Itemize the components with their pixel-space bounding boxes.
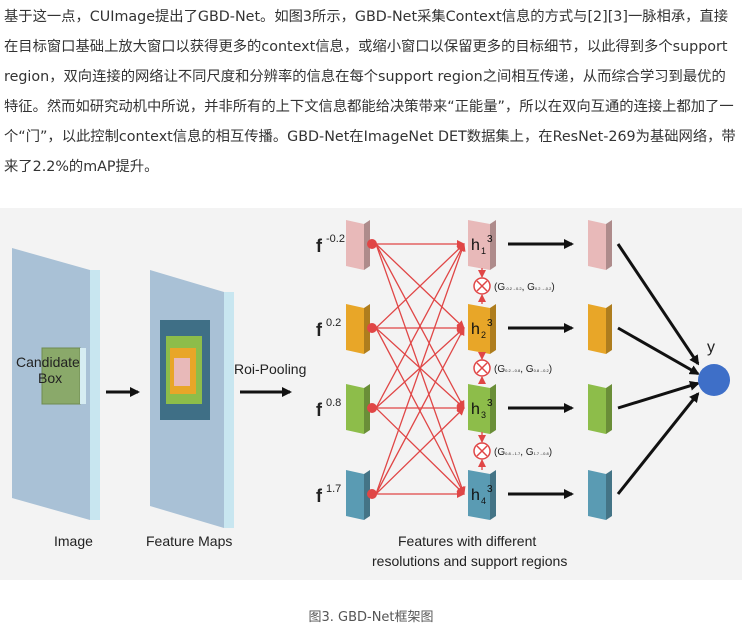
image-label: Image <box>54 533 93 549</box>
gate-units: (G-0.2→0.2, G0.2→-0.2) (G0.2→0.8, G0.8→0.… <box>473 268 555 470</box>
red-connection-4-3 <box>375 407 465 495</box>
gate-subscript: 0.2→0.8 <box>505 368 521 373</box>
h-subscript-2: 2 <box>481 330 486 340</box>
h-subscript-4: 4 <box>481 496 486 506</box>
image-panel: Candidate Box <box>12 248 100 520</box>
h-label-3: h <box>471 401 480 418</box>
roi-pooling-label: Roi-Pooling <box>234 361 306 377</box>
output-feature-block-4 <box>588 470 612 520</box>
output-node <box>698 364 730 396</box>
gate-cross-b-3 <box>476 445 488 457</box>
input-feature-block-2 <box>346 304 370 354</box>
article-paragraph: 基于这一点，CUImage提出了GBD-Net。如图3所示，GBD-Net采集C… <box>4 9 736 175</box>
h-superscript-1: 3 <box>487 234 493 245</box>
features-caption-1: Features with different <box>398 533 536 549</box>
gate-label-2: (G0.2→0.8, G0.8→0.2) <box>494 364 552 375</box>
red-connection-4-1 <box>375 243 466 495</box>
output-feature-block-3 <box>588 384 612 434</box>
h-superscript-2: 3 <box>487 318 493 329</box>
f-label-4: f <box>316 486 323 506</box>
output-label: y <box>707 339 715 356</box>
red-node-1 <box>367 239 377 249</box>
red-connection-4-2 <box>375 327 465 495</box>
gate-cross-b-2 <box>476 362 488 374</box>
gate-subscript: 0.8→0.2 <box>534 368 550 373</box>
gate-subscript: 0.2→-0.2 <box>535 286 552 291</box>
output-feature-block-1 <box>588 220 612 270</box>
h-superscript-4: 3 <box>487 484 493 495</box>
h-feature-block-4 <box>468 470 496 520</box>
gate-label-3: (G0.8→1.7, G1.7→0.8) <box>494 447 552 458</box>
candidate-box-label-1: Candidate <box>16 354 80 370</box>
to-y-arrow-3 <box>617 380 700 410</box>
red-connection-3-1 <box>375 243 465 409</box>
h-label-1: h <box>471 237 480 254</box>
f-superscript-4: 1.7 <box>326 483 341 495</box>
f-superscript-1: -0.2 <box>326 233 345 245</box>
gate-subscript: 0.8→1.7 <box>505 451 521 456</box>
input-feature-block-4 <box>346 470 370 520</box>
input-feature-block-3 <box>346 384 370 434</box>
features-caption-2: resolutions and support regions <box>372 553 567 569</box>
red-node-4 <box>367 489 377 499</box>
h-subscript-3: 3 <box>481 410 486 420</box>
output-feature-block-2 <box>588 304 612 354</box>
h-feature-block-2 <box>468 304 496 354</box>
gbd-net-diagram: Candidate Box Image Feature Maps Roi-Poo… <box>12 220 730 569</box>
figure-gbd-net: Candidate Box Image Feature Maps Roi-Poo… <box>0 208 742 580</box>
gate-subscript: 1.7→0.8 <box>534 451 550 456</box>
f-label-2: f <box>316 320 323 340</box>
f-superscript-3: 0.8 <box>326 397 341 409</box>
f-superscript-2: 0.2 <box>326 317 341 329</box>
h-feature-block-3 <box>468 384 496 434</box>
figure-caption: 图3. GBD-Net框架图 <box>308 610 434 625</box>
feature-maps-label: Feature Maps <box>146 533 232 549</box>
f-label-3: f <box>316 400 323 420</box>
red-connection-2-1 <box>375 243 465 329</box>
gate-unit-1: (G-0.2→0.2, G0.2→-0.2) <box>473 268 555 304</box>
gate-unit-2: (G0.2→0.8, G0.8→0.2) <box>473 352 552 384</box>
article-text-block: 基于这一点，CUImage提出了GBD-Net。如图3所示，GBD-Net采集C… <box>4 2 738 182</box>
h-superscript-3: 3 <box>487 398 493 409</box>
h-subscript-1: 1 <box>481 246 486 256</box>
input-feature-block-1 <box>346 220 370 270</box>
h-feature-block-1 <box>468 220 496 270</box>
h-label-4: h <box>471 487 480 504</box>
f-label-1: f <box>316 236 323 256</box>
gate-subscript: -0.2→0.2 <box>505 286 522 291</box>
gate-cross-b-1 <box>476 280 488 292</box>
red-node-2 <box>367 323 377 333</box>
to-y-arrow-2 <box>617 326 700 376</box>
red-node-3 <box>367 403 377 413</box>
h-label-2: h <box>471 321 480 338</box>
to-y-arrow-4 <box>616 392 700 495</box>
candidate-box-label-2: Box <box>38 370 62 386</box>
gate-label-1: (G-0.2→0.2, G0.2→-0.2) <box>494 282 555 293</box>
gate-unit-3: (G0.8→1.7, G1.7→0.8) <box>473 432 552 470</box>
feature-maps-panel <box>150 270 234 528</box>
to-y-arrow-1 <box>616 243 700 366</box>
